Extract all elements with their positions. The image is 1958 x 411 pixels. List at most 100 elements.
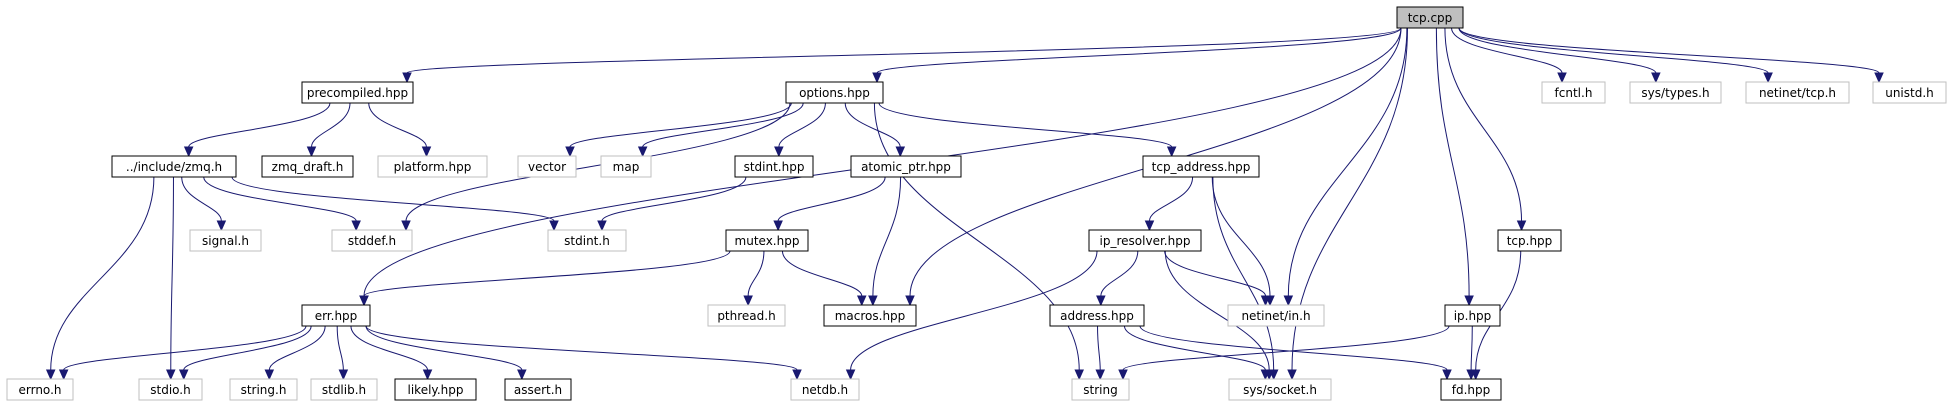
dependency-edges: [45, 27, 1884, 381]
edge-tcp_cpp-to-sys_types_h: [1458, 27, 1661, 84]
edge-tcp_cpp-to-netinet_in_h: [1283, 27, 1408, 307]
edge-ip_hpp-to-fd_hpp: [1466, 325, 1476, 381]
node-fd-hpp[interactable]: fd.hpp: [1440, 378, 1502, 401]
node-netdb-h: netdb.h: [790, 378, 860, 401]
node-label: zmq_draft.h: [272, 160, 344, 174]
edge-arrowhead: [597, 220, 607, 232]
edge-arrowhead: [1118, 369, 1128, 381]
node-mutex-hpp[interactable]: mutex.hpp: [725, 229, 809, 252]
edge-arrowhead: [1166, 146, 1177, 158]
node-box: [547, 229, 627, 252]
node-box: [331, 229, 413, 252]
node-options-hpp[interactable]: options.hpp: [785, 81, 884, 104]
edge-arrowhead: [422, 369, 433, 381]
node-label: sys/socket.h: [1243, 383, 1317, 397]
edge-line: [336, 325, 344, 371]
edge-line: [850, 250, 1098, 371]
node-label: stdint.hpp: [744, 160, 805, 174]
edge-include_zmq_h-to-stddef_h: [203, 176, 361, 232]
edge-line: [1451, 27, 1563, 74]
edge-arrowhead: [216, 220, 227, 232]
edge-line: [63, 325, 307, 371]
node-ip-resolver-hpp[interactable]: ip_resolver.hpp: [1088, 229, 1202, 252]
edge-line: [1212, 176, 1275, 371]
edge-arrowhead: [1095, 369, 1105, 381]
node-label: stddef.h: [348, 234, 396, 248]
node-macros-hpp[interactable]: macros.hpp: [823, 304, 917, 327]
node-ip-hpp[interactable]: ip.hpp: [1444, 304, 1501, 327]
node-box: [790, 378, 860, 401]
node-likely-hpp[interactable]: likely.hpp: [394, 378, 477, 401]
node-label: precompiled.hpp: [307, 86, 408, 100]
edge-include_zmq_h-to-stdint_h: [231, 176, 559, 232]
node-string: string: [1071, 378, 1130, 401]
node-address-hpp[interactable]: address.hpp: [1049, 304, 1145, 327]
edge-tcp_cpp-to-ip_hpp: [1435, 27, 1474, 307]
edge-tcp_cpp-to-netinet_tcp_h: [1458, 27, 1773, 84]
edge-arrowhead: [351, 220, 361, 232]
node-box: [1629, 81, 1722, 104]
edge-include_zmq_h-to-signal_h: [181, 176, 227, 232]
node-box: [138, 378, 203, 401]
node-label: fd.hpp: [1452, 383, 1491, 397]
node-netinet-tcp-h: netinet/tcp.h: [1745, 81, 1850, 104]
edge-arrowhead: [872, 72, 882, 84]
edge-arrowhead: [773, 220, 783, 232]
edge-options_hpp-to-atomic_ptr_hpp: [844, 102, 906, 158]
edge-line: [1148, 176, 1194, 222]
edge-line: [778, 102, 826, 148]
node-label: signal.h: [202, 234, 249, 248]
node-label: sys/types.h: [1641, 86, 1709, 100]
edge-include_zmq_h-to-stdio_h: [166, 176, 176, 381]
edge-arrowhead: [338, 369, 349, 381]
edge-arrowhead: [45, 369, 56, 381]
edge-precompiled_hpp-to-zmq_draft_h: [306, 102, 351, 158]
node-box: [600, 155, 652, 178]
node-label: platform.hpp: [394, 160, 472, 174]
node-tcp-hpp[interactable]: tcp.hpp: [1497, 229, 1562, 252]
node-box: [1497, 229, 1562, 252]
node-precompiled-hpp[interactable]: precompiled.hpp: [301, 81, 414, 104]
edge-err_hpp-to-stdlib_h: [336, 325, 349, 381]
node-label: tcp.hpp: [1507, 234, 1553, 248]
node-include-zmq-h[interactable]: ../include/zmq.h: [111, 155, 237, 178]
edge-arrowhead: [1464, 295, 1474, 307]
edge-tcp_cpp-to-fcntl_h: [1451, 27, 1567, 84]
node-signal-h: signal.h: [189, 229, 262, 252]
node-box: [1444, 304, 1501, 327]
edge-ip_resolver_hpp-to-netinet_in_h: [1164, 250, 1271, 307]
node-label: fcntl.h: [1555, 86, 1593, 100]
node-box: [189, 229, 262, 252]
node-stdint-hpp[interactable]: stdint.hpp: [734, 155, 814, 178]
node-box: [394, 378, 477, 401]
node-box: [785, 81, 884, 104]
node-err-hpp[interactable]: err.hpp: [301, 304, 371, 327]
node-box: [301, 304, 371, 327]
edge-tcp_cpp-to-tcp_hpp: [1444, 27, 1527, 232]
node-tcp-cpp[interactable]: tcp.cpp: [1396, 6, 1464, 29]
edge-line: [50, 176, 155, 371]
edge-ip_resolver_hpp-to-address_hpp: [1096, 250, 1139, 307]
node-atomic-ptr-hpp[interactable]: atomic_ptr.hpp: [850, 155, 962, 178]
edge-line: [1458, 27, 1769, 74]
edge-ip_resolver_hpp-to-netdb_h: [845, 250, 1098, 381]
edge-line: [1164, 250, 1267, 297]
edge-line: [1435, 27, 1470, 297]
node-box: [1088, 229, 1202, 252]
node-label: stdint.h: [564, 234, 610, 248]
edge-arrowhead: [517, 369, 527, 381]
edge-line: [1122, 325, 1450, 371]
node-assert-h[interactable]: assert.h: [504, 378, 572, 401]
edge-arrowhead: [774, 146, 784, 158]
edge-arrowhead: [743, 295, 753, 307]
edge-line: [1470, 325, 1473, 371]
edge-arrowhead: [845, 369, 856, 381]
edge-err_hpp-to-stdio_h: [178, 325, 312, 381]
edge-err_hpp-to-errno_h: [58, 325, 307, 381]
edge-line: [642, 102, 804, 148]
edge-line: [873, 102, 1080, 371]
node-label: unistd.h: [1885, 86, 1934, 100]
node-label: tcp.cpp: [1408, 11, 1453, 25]
node-tcp-address-hpp[interactable]: tcp_address.hpp: [1142, 155, 1260, 178]
node-zmq-draft-h[interactable]: zmq_draft.h: [261, 155, 354, 178]
